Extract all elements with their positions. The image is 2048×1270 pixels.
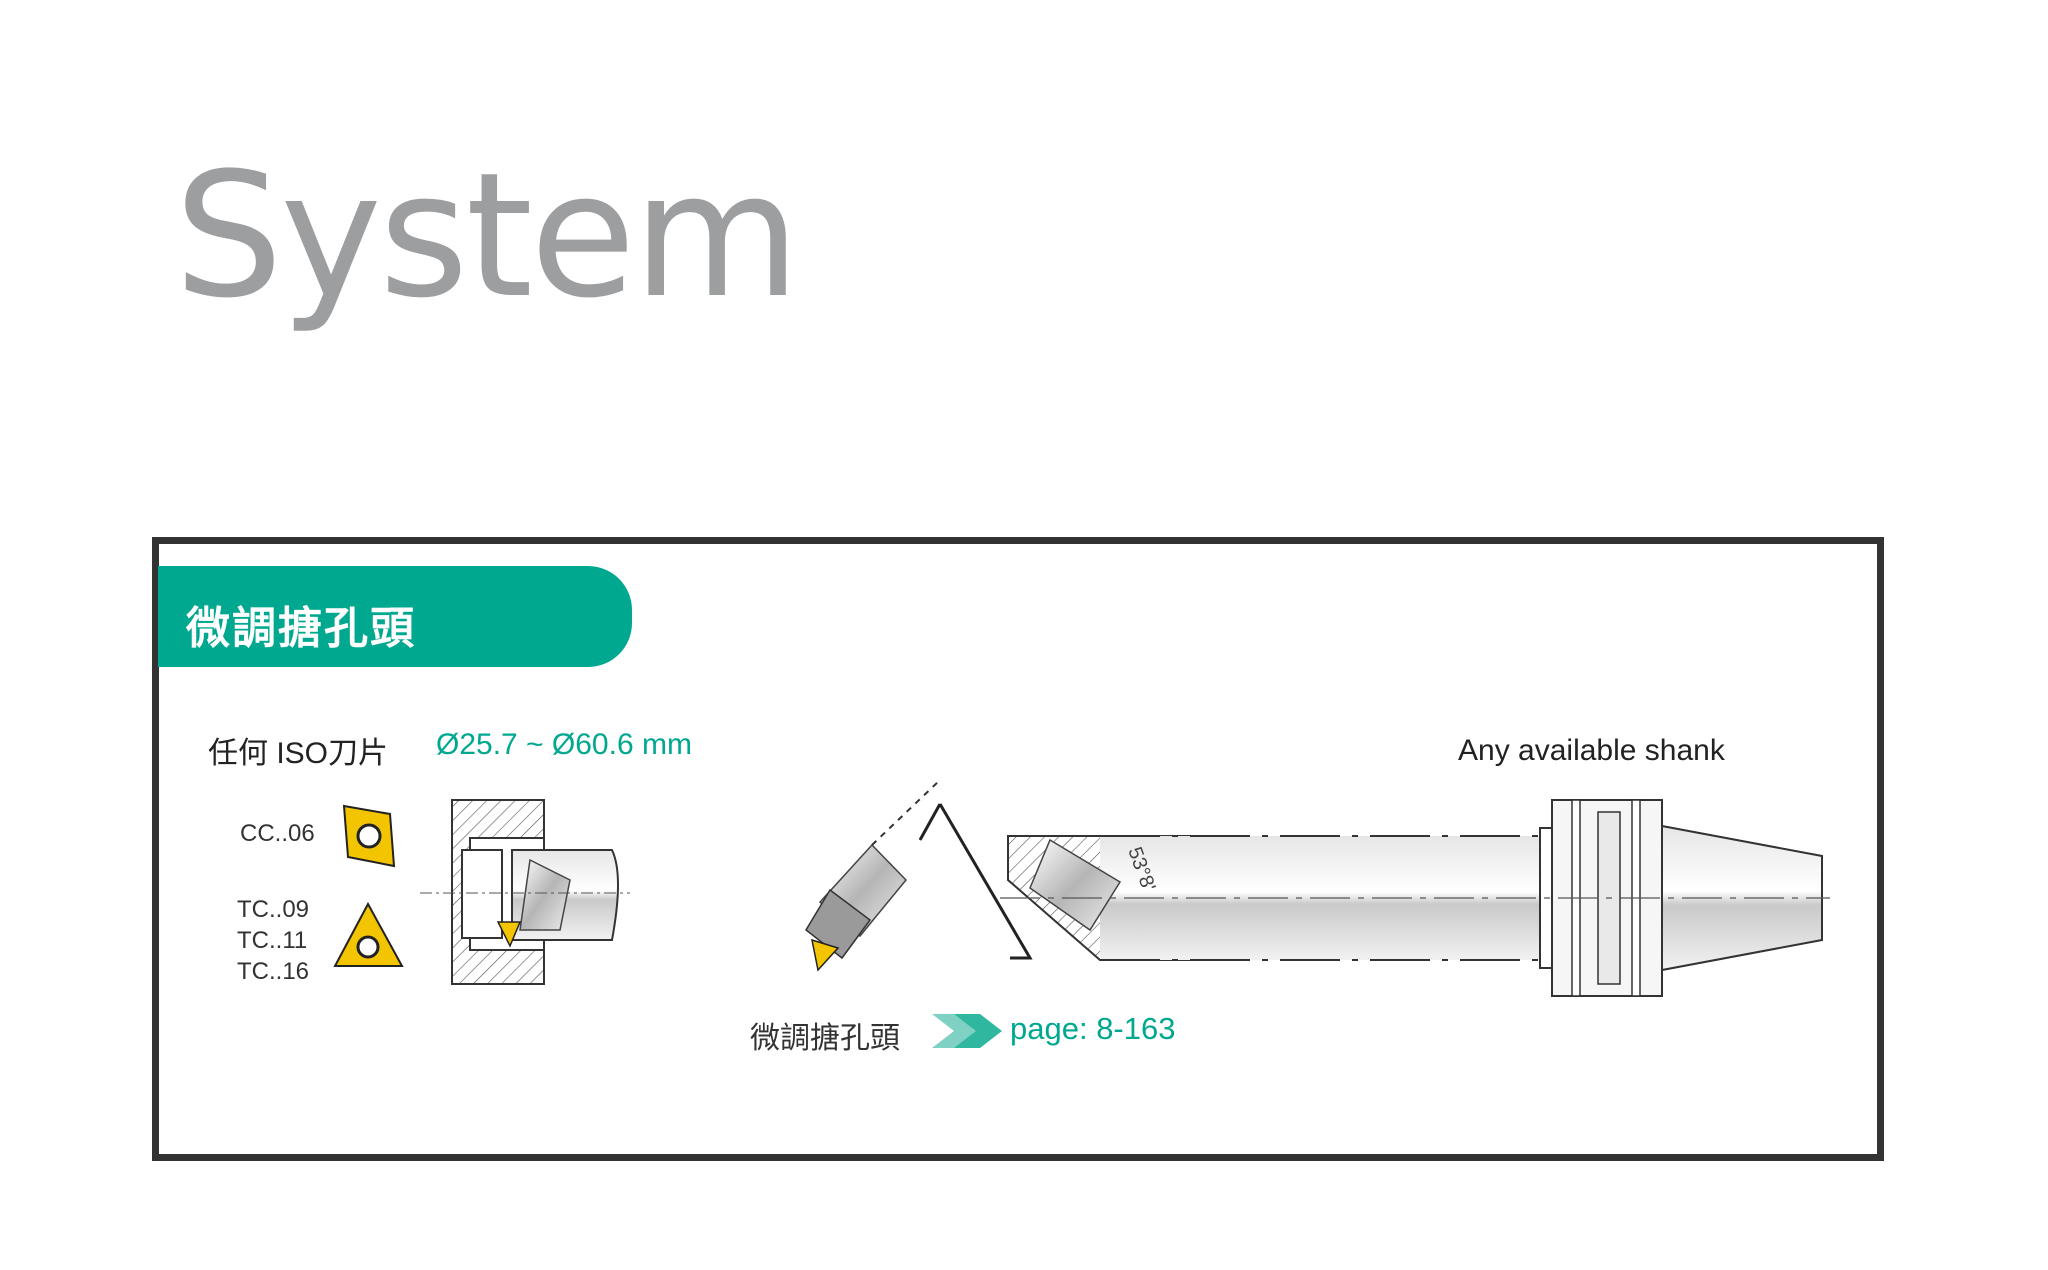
product-panel bbox=[152, 537, 1884, 1161]
insert-code-tc09: TC..09 bbox=[237, 896, 310, 923]
boring-head-drawing bbox=[805, 779, 1033, 972]
rhombic-insert-icon bbox=[342, 804, 396, 868]
triangular-insert-icon bbox=[333, 901, 404, 967]
insert-spec-label: 任何 ISO刀片 bbox=[208, 737, 389, 770]
bore-section-diagram bbox=[420, 799, 630, 985]
page-title: System bbox=[174, 135, 800, 336]
section-title: 微調搪孔頭 bbox=[186, 604, 416, 653]
boring-head-label: 微調搪孔頭 bbox=[750, 1022, 900, 1055]
insert-code-cc06: CC..06 bbox=[240, 820, 315, 847]
insert-code-tc16: TC..16 bbox=[237, 958, 310, 985]
shank-label: Any available shank bbox=[1458, 734, 1725, 767]
insert-code-tc11: TC..11 bbox=[237, 927, 308, 954]
page-reference-link[interactable]: page: 8-163 bbox=[1010, 1011, 1176, 1046]
section-tab: 微調搪孔頭 bbox=[158, 566, 632, 667]
diameter-range: Ø25.7 ~ Ø60.6 mm bbox=[436, 728, 692, 761]
chevron-arrow-icon bbox=[932, 1014, 1002, 1048]
shank-assembly-drawing: 53°8' bbox=[1000, 799, 1830, 997]
